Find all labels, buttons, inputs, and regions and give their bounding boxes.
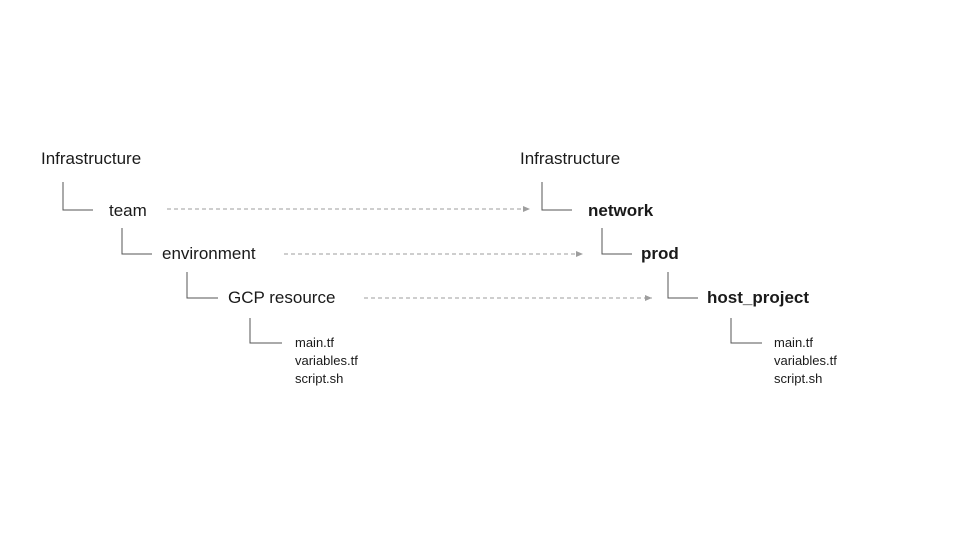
left-file-item: variables.tf [295,353,358,368]
right-file-list: main.tf variables.tf script.sh [774,334,837,388]
right-file-item: variables.tf [774,353,837,368]
right-level2-label: prod [641,244,679,263]
left-tree-connector-1 [62,182,93,211]
left-file-item: main.tf [295,335,335,350]
left-tree-connector-files [249,318,282,344]
right-tree-connector-2 [601,228,632,255]
right-file-item: main.tf [774,335,814,350]
left-tree-connector-2 [121,228,152,255]
right-root-label: Infrastructure [520,149,621,168]
right-file-item: script.sh [774,371,823,386]
right-level3-label: host_project [707,288,810,307]
left-file-item: script.sh [295,371,344,386]
left-level2-label: environment [162,244,256,263]
left-root-label: Infrastructure [41,149,142,168]
left-file-list: main.tf variables.tf script.sh [295,334,358,388]
left-level3-label: GCP resource [228,288,336,307]
right-tree-connector-files [730,318,762,344]
left-level1-label: team [109,201,147,220]
right-tree-connector-3 [667,272,698,299]
left-tree-connector-3 [186,272,218,299]
right-level1-label: network [588,201,654,220]
right-tree-connector-1 [541,182,572,211]
